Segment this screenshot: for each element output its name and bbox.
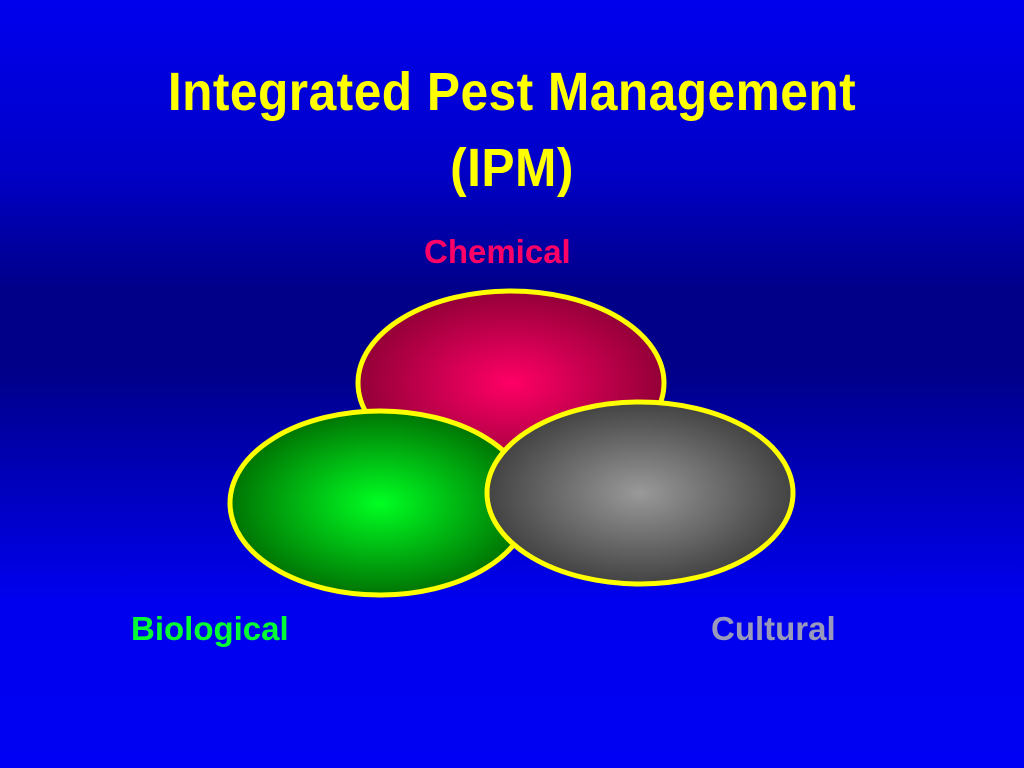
chemical-label: Chemical	[424, 233, 571, 270]
biological-ellipse	[227, 408, 533, 598]
biological-label: Biological	[131, 610, 289, 647]
cultural-label: Cultural	[711, 610, 836, 647]
cultural-ellipse	[484, 399, 796, 587]
slide-title-line-2: (IPM)	[450, 138, 574, 198]
slide-title: Integrated Pest Management (IPM)	[41, 54, 983, 206]
slide-title-line-1: Integrated Pest Management	[167, 62, 857, 122]
